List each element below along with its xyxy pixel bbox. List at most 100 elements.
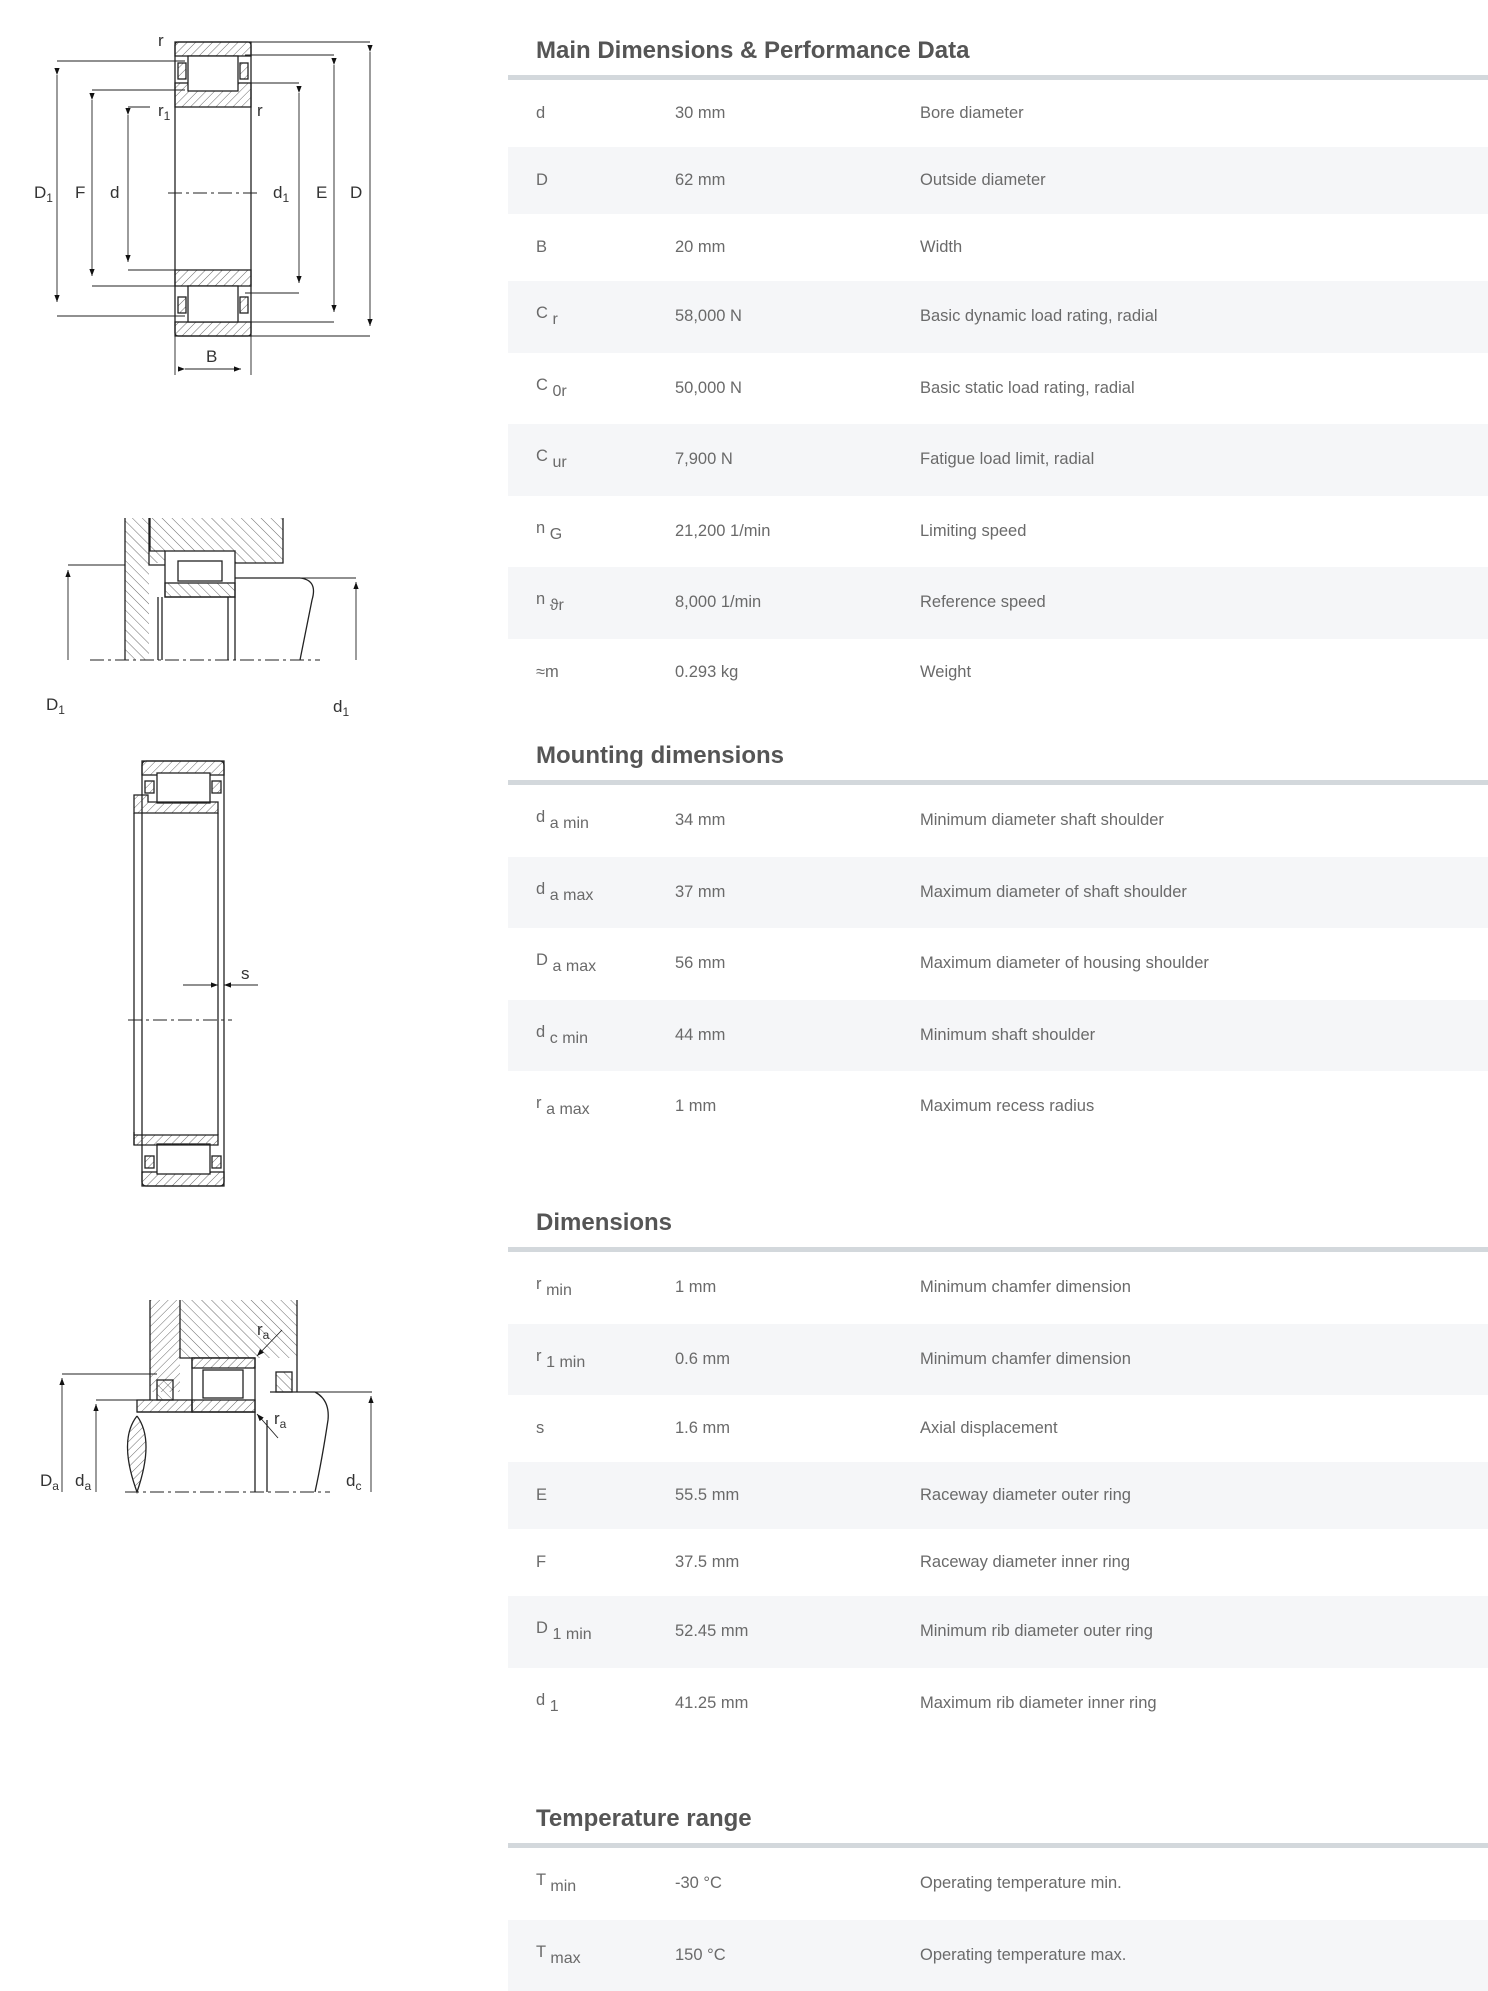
table-row: C r 58,000 N Basic dynamic load rating, … [508,281,1488,353]
symbol: d c min [508,1023,675,1048]
symbol: T max [508,1943,675,1968]
value: 7,900 N [675,450,920,469]
symbol: r min [508,1275,675,1300]
symbol: d [508,104,675,123]
symbol: n ϑr [508,590,675,615]
value: -30 °C [675,1874,920,1893]
value: 52.45 mm [675,1622,920,1641]
value: 1 mm [675,1097,920,1116]
table-row: E 55.5 mm Raceway diameter outer ring [508,1462,1488,1529]
section-title: Mounting dimensions [508,744,1488,768]
value: 0.293 kg [675,663,920,682]
label-Da: Da [40,1471,59,1493]
table-row: d a max 37 mm Maximum diameter of shaft … [508,857,1488,929]
label-D1: D1 [34,183,53,205]
section-title: Temperature range [508,1807,1488,1831]
label-B: B [206,347,217,366]
value: 0.6 mm [675,1350,920,1369]
description: Operating temperature max. [920,1946,1488,1965]
label-E: E [316,183,327,202]
table-row: r min 1 mm Minimum chamfer dimension [508,1252,1488,1324]
description: Minimum rib diameter outer ring [920,1622,1488,1641]
table-row: n ϑr 8,000 1/min Reference speed [508,567,1488,639]
description: Axial displacement [920,1419,1488,1438]
label-D: D [350,183,362,202]
table-row: C ur 7,900 N Fatigue load limit, radial [508,424,1488,496]
label-d: d [110,183,119,202]
description: Maximum rib diameter inner ring [920,1694,1488,1713]
value: 37.5 mm [675,1553,920,1572]
value: 8,000 1/min [675,593,920,612]
label-r: r [158,31,164,50]
section-title: Dimensions [508,1211,1488,1235]
value: 30 mm [675,104,920,123]
table-row: C 0r 50,000 N Basic static load rating, … [508,353,1488,425]
description: Maximum recess radius [920,1097,1488,1116]
value: 58,000 N [675,307,920,326]
section-title: Main Dimensions & Performance Data [508,39,1488,63]
description: Minimum diameter shaft shoulder [920,811,1488,830]
description: Raceway diameter inner ring [920,1553,1488,1572]
symbol: C 0r [508,376,675,401]
section-dimensions: Dimensions r min 1 mm Minimum chamfer di… [508,1211,1488,1739]
label-r1: r1 [158,101,171,123]
description: Weight [920,663,1488,682]
symbol: d a max [508,880,675,905]
symbol: C r [508,304,675,329]
table-row: B 20 mm Width [508,214,1488,281]
symbol: D a max [508,951,675,976]
symbol: F [508,1553,675,1572]
section-mounting-dimensions: Mounting dimensions d a min 34 mm Minimu… [508,744,1488,1143]
description: Reference speed [920,593,1488,612]
description: Width [920,238,1488,257]
table-row: d c min 44 mm Minimum shaft shoulder [508,1000,1488,1072]
axial-displacement-drawing [128,761,258,1186]
symbol: r 1 min [508,1347,675,1372]
label-d1-mount: d1 [333,697,349,719]
description: Bore diameter [920,104,1488,123]
symbol: C ur [508,447,675,472]
section-temperature-range: Temperature range T min -30 °C Operating… [508,1807,1488,1991]
symbol: E [508,1486,675,1505]
value: 56 mm [675,954,920,973]
label-da: da [75,1471,91,1493]
bearing-drawings: r r1 r D1 F d d1 E D B D1 d1 s ra ra Da … [0,0,480,1988]
description: Maximum diameter of housing shoulder [920,954,1488,973]
symbol: ≈m [508,663,675,682]
description: Basic dynamic load rating, radial [920,307,1488,326]
description: Minimum chamfer dimension [920,1350,1488,1369]
table-row: T max 150 °C Operating temperature max. [508,1920,1488,1991]
symbol: D 1 min [508,1619,675,1644]
label-dc: dc [346,1471,361,1493]
value: 20 mm [675,238,920,257]
value: 1.6 mm [675,1419,920,1438]
value: 150 °C [675,1946,920,1965]
table-row: T min -30 °C Operating temperature min. [508,1848,1488,1920]
mounting-drawing-shoulder-diameters [62,1300,372,1492]
label-s: s [241,964,250,983]
value: 62 mm [675,171,920,190]
description: Maximum diameter of shaft shoulder [920,883,1488,902]
value: 55.5 mm [675,1486,920,1505]
label-ra-bottom: ra [274,1409,287,1431]
table-row: F 37.5 mm Raceway diameter inner ring [508,1529,1488,1596]
description: Minimum chamfer dimension [920,1278,1488,1297]
value: 50,000 N [675,379,920,398]
value: 1 mm [675,1278,920,1297]
mounting-drawing-rib-diameters [68,518,356,660]
description: Limiting speed [920,522,1488,541]
label-r-right: r [257,101,263,120]
description: Fatigue load limit, radial [920,450,1488,469]
symbol: B [508,238,675,257]
table-row: r 1 min 0.6 mm Minimum chamfer dimension [508,1324,1488,1396]
description: Basic static load rating, radial [920,379,1488,398]
table-row: D 1 min 52.45 mm Minimum rib diameter ou… [508,1596,1488,1668]
value: 21,200 1/min [675,522,920,541]
section-main-dimensions-performance-data: Main Dimensions & Performance Data d 30 … [508,39,1488,706]
table-row: n G 21,200 1/min Limiting speed [508,496,1488,568]
table-row: D 62 mm Outside diameter [508,147,1488,214]
symbol: d 1 [508,1691,675,1716]
label-D1-mount: D1 [46,695,65,717]
label-F: F [75,183,85,202]
table-row: ≈m 0.293 kg Weight [508,639,1488,706]
